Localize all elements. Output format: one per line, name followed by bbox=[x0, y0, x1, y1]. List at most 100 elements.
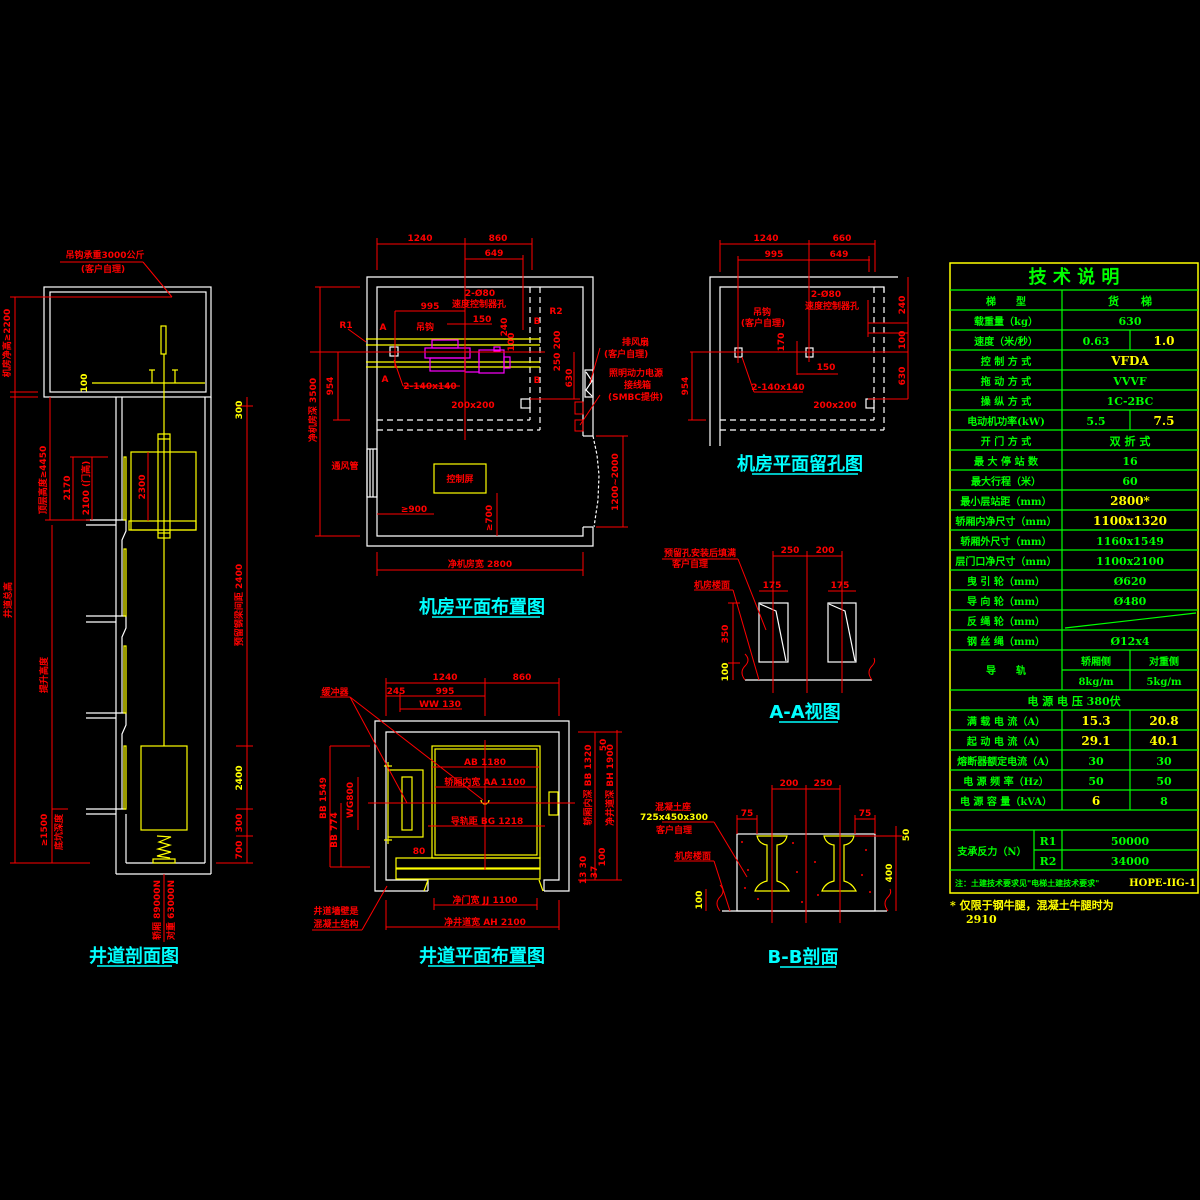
table-title: 技 术 说 明 bbox=[1029, 266, 1120, 288]
spec-label: 控 制 方 式 bbox=[981, 355, 1031, 368]
bb-section-title: B-B剖面 bbox=[768, 946, 839, 968]
dim-240: 240 bbox=[898, 296, 908, 315]
concrete-hatch bbox=[741, 841, 871, 903]
dim-100: 100 bbox=[80, 374, 90, 393]
spec-label: 反 绳 轮（mm） bbox=[967, 615, 1045, 628]
r2-label: R2 bbox=[1040, 855, 1057, 868]
dim-700: 700 bbox=[235, 841, 245, 860]
dim-100: 100 bbox=[695, 891, 705, 910]
buffer-spring bbox=[152, 835, 176, 864]
dim-175-left: 175 bbox=[763, 581, 782, 591]
spec-value: 双 折 式 bbox=[1110, 434, 1151, 448]
dim-860: 860 bbox=[489, 234, 508, 244]
room-depth-dim: 净机房深 3500 bbox=[307, 378, 319, 442]
spec-label: 轿厢内净尺寸（mm） bbox=[955, 515, 1056, 528]
dim-649: 649 bbox=[830, 250, 849, 260]
spec-label: 曳 引 轮（mm） bbox=[967, 575, 1045, 588]
spec-label: 熔断器额定电流（A） bbox=[957, 755, 1055, 768]
dim-995: 995 bbox=[765, 250, 784, 260]
spec-value: 6 bbox=[1092, 794, 1100, 808]
dim-175-right: 175 bbox=[831, 581, 850, 591]
car-plan bbox=[395, 745, 544, 892]
dim-900: ≥900 bbox=[401, 505, 427, 515]
dim-649: 649 bbox=[485, 249, 504, 259]
power-label-2: 接线箱 bbox=[624, 379, 651, 391]
spec-label: 最 大 停 站 数 bbox=[974, 455, 1039, 468]
hole-plan-dimension-lines bbox=[688, 240, 909, 421]
dim-1240: 1240 bbox=[432, 673, 457, 683]
spec-label: 轿厢外尺寸（mm） bbox=[960, 535, 1051, 548]
counterweight bbox=[140, 745, 188, 831]
shaft-section-view: 吊钩承重3000公斤 (客户自理) 机房净高≥2200 100 顶层高度≥445… bbox=[1, 249, 253, 967]
top-height-dim: 顶层高度≥4450 bbox=[37, 446, 49, 515]
spec-label: 钢 丝 绳（mm） bbox=[967, 635, 1045, 648]
dim-50: 50 bbox=[902, 829, 912, 842]
power-voltage: 电 源 电 压 380伏 bbox=[1027, 694, 1120, 708]
footnote-line-1: * 仅限于钢牛腿，混凝土牛腿时为 bbox=[950, 898, 1114, 912]
dim-300-top: 300 bbox=[235, 401, 245, 420]
wg-dim: WG800 bbox=[346, 782, 356, 818]
wall-note: 井道墙壁是 bbox=[313, 905, 359, 917]
machine-room-plan-title: 机房平面布置图 bbox=[419, 596, 545, 618]
hole-plan-title: 机房平面留孔图 bbox=[737, 453, 863, 475]
dim-245: 245 bbox=[387, 687, 406, 697]
hole-140-label: 2-140x140 bbox=[751, 383, 804, 393]
spec-value: 1100x2100 bbox=[1096, 555, 1164, 568]
spec-label: 电 源 频 率（Hz） bbox=[963, 775, 1049, 788]
rail-cw-side: 对重侧 bbox=[1149, 655, 1179, 668]
door-width-dim: 1200~2000 bbox=[611, 453, 621, 511]
spec-value: 货 梯 bbox=[1107, 294, 1152, 308]
r1-label: R1 bbox=[339, 321, 352, 331]
wall-note-2: 混凝土结构 bbox=[313, 918, 358, 930]
dim-860: 860 bbox=[513, 673, 532, 683]
spec-value: Ø620 bbox=[1114, 575, 1147, 588]
spec-label: 操 纵 方 式 bbox=[981, 395, 1031, 408]
bb-774-dim: BB 774 bbox=[330, 812, 340, 848]
spec-value: 0.63 bbox=[1083, 335, 1110, 348]
fan-symbol bbox=[584, 369, 594, 398]
section-b-top: B bbox=[534, 317, 541, 327]
floor-label: 机房楼面 bbox=[675, 850, 711, 862]
control-cabinet: 控制屏 bbox=[433, 463, 487, 494]
dim-250: 250 bbox=[814, 779, 833, 789]
dim-75-right: 75 bbox=[859, 809, 872, 819]
section-a-top: A bbox=[380, 323, 387, 333]
spec-value: 1.0 bbox=[1154, 334, 1175, 348]
drawing-code: HOPE-IIG-1 bbox=[1129, 878, 1196, 889]
spec-label: 速度（米/秒） bbox=[974, 335, 1038, 348]
power-note: (SMBC提供) bbox=[608, 391, 663, 403]
spec-value: 29.1 bbox=[1081, 734, 1110, 748]
client-note: 客户自理 bbox=[655, 824, 692, 836]
spec-value: 1100x1320 bbox=[1093, 514, 1167, 528]
elevator-car bbox=[128, 433, 197, 539]
speed-holes-label: 速度控制器孔 bbox=[805, 300, 859, 312]
dim-100: 100 bbox=[598, 848, 608, 867]
dim-100: 100 bbox=[507, 333, 517, 352]
spec-label: 电 源 容 量（kVA） bbox=[960, 795, 1052, 808]
hole-200x200 bbox=[520, 398, 531, 409]
concrete-block-label: 混凝土座 bbox=[655, 801, 691, 813]
machine-room-hole-plan: 1240 660 995 649 2-Ø80 速度控制器孔 吊钩 (客户自理) … bbox=[681, 234, 909, 475]
dim-630: 630 bbox=[565, 369, 575, 388]
aa-dim: 轿厢内宽 AA 1100 bbox=[444, 776, 525, 788]
spec-value: Ø12x4 bbox=[1110, 635, 1149, 648]
hoistway-plan-title: 井道平面布置图 bbox=[419, 945, 545, 967]
rail-cw-weight: 5kg/m bbox=[1146, 677, 1182, 688]
spec-value: 8 bbox=[1160, 795, 1168, 808]
rail-car-side: 轿厢侧 bbox=[1081, 655, 1111, 668]
hoistway-plan-view: 1240 860 245 995 WW 130 缓冲器 AB 1180 轿厢内宽… bbox=[312, 673, 622, 967]
dim-80: 80 bbox=[413, 847, 426, 857]
power-label: 照明动力电源 bbox=[609, 367, 663, 379]
shaft-walls bbox=[43, 286, 212, 875]
fill-note: 预留孔安装后填满 bbox=[664, 547, 736, 559]
cw-load-label: 对重 63000N bbox=[165, 880, 177, 940]
spec-value: 15.3 bbox=[1081, 714, 1110, 728]
dim-954: 954 bbox=[681, 377, 691, 396]
buffer-label: 缓冲器 bbox=[321, 686, 349, 698]
dim-37: 37 bbox=[590, 866, 600, 879]
spec-label: 电动机功率(kW) bbox=[967, 415, 1045, 428]
hook-load-note: (客户自理) bbox=[81, 263, 125, 275]
footnote-line-2: 2910 bbox=[966, 913, 997, 926]
fan-label: 排风扇 bbox=[622, 336, 649, 348]
ab-dim: AB 1180 bbox=[464, 758, 506, 768]
